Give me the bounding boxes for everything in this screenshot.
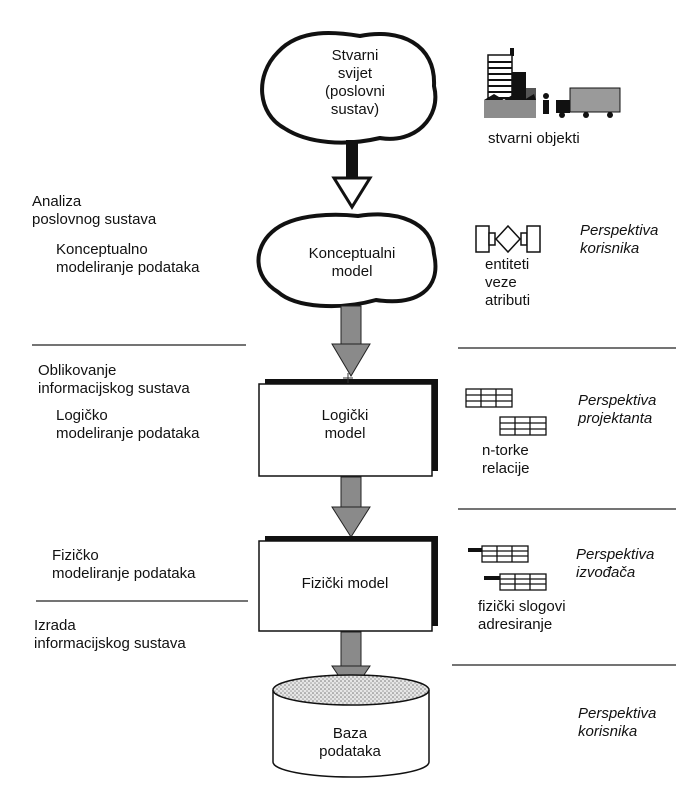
conceptual-modeling-label: Konceptualno modeliranje podataka <box>56 241 199 277</box>
records-caption-line-2: adresiranje <box>478 616 553 633</box>
person-icon <box>543 93 549 114</box>
analysis-line-1: Analiza <box>32 193 82 210</box>
entity-relationship-icon <box>475 224 541 254</box>
physical-modeling-label: Fizičko modeliranje podataka <box>52 547 195 583</box>
analysis-label: Analiza poslovnog sustava <box>32 193 156 229</box>
conceptual-line-2: model <box>331 263 373 280</box>
logical-line-2: model <box>324 425 366 442</box>
perspective-user-1: Perspektiva korisnika <box>580 222 658 258</box>
perspective-user-2-line-1: Perspektiva <box>578 705 657 722</box>
logical-modeling-line-1: Logičko <box>56 407 108 424</box>
er-caption-line-1: entiteti <box>485 256 530 273</box>
crosshair-icon <box>343 373 353 383</box>
real-objects-caption: stvarni objekti <box>488 130 580 148</box>
design-line-1: Oblikovanje <box>38 362 117 379</box>
conceptual-model-label: Konceptualni model <box>290 245 414 281</box>
perspective-user-2-line-2: korisnika <box>578 723 638 740</box>
divider-lines <box>32 344 676 666</box>
record-icon <box>468 545 547 591</box>
perspective-designer-line-1: Perspektiva <box>578 392 657 409</box>
tuples-caption: n-torke relacije <box>482 442 530 478</box>
table-1 <box>465 388 513 408</box>
perspective-implementer-line-1: Perspektiva <box>576 546 655 563</box>
logical-model-box <box>258 379 438 477</box>
perspective-designer: Perspektiva projektanta <box>578 392 656 428</box>
physical-modeling-line-2: modeliranje podataka <box>52 565 196 582</box>
real-objects-caption-line-1: stvarni objekti <box>488 130 580 147</box>
tuples-caption-line-2: relacije <box>482 460 530 477</box>
real-world-line-1: Stvarni <box>331 47 379 64</box>
physical-model-box <box>258 536 438 632</box>
database-line-1: Baza <box>332 725 368 742</box>
physical-model-label: Fizički model <box>270 575 420 593</box>
table-2 <box>499 416 547 436</box>
build-line-1: Izrada <box>34 617 76 634</box>
tuples-caption-line-1: n-torke <box>482 442 529 459</box>
database-label: Baza podataka <box>300 725 400 761</box>
real-world-line-3: (poslovni <box>324 83 386 100</box>
real-world-line-4: sustav) <box>330 101 380 118</box>
conceptual-line-1: Konceptualni <box>308 245 396 262</box>
logical-line-1: Logički <box>321 407 369 424</box>
perspective-user-1-line-1: Perspektiva <box>580 222 659 239</box>
perspective-designer-line-2: projektanta <box>578 410 653 427</box>
er-caption-line-2: veze <box>485 274 517 291</box>
real-world-blob <box>260 30 438 145</box>
conceptual-modeling-line-2: modeliranje podataka <box>56 259 200 276</box>
perspective-implementer-line-2: izvođača <box>576 564 636 581</box>
perspective-user-2: Perspektiva korisnika <box>578 705 656 741</box>
build-line-2: informacijskog sustava <box>34 635 186 652</box>
arrow-logical-to-physical <box>331 476 371 538</box>
database-line-2: podataka <box>319 743 381 760</box>
truck-icon <box>556 87 621 118</box>
conceptual-modeling-line-1: Konceptualno <box>56 241 148 258</box>
logical-modeling-label: Logičko modeliranje podataka <box>56 407 199 443</box>
real-objects-illustration <box>484 48 621 118</box>
perspective-user-1-line-2: korisnika <box>580 240 640 257</box>
analysis-line-2: poslovnog sustava <box>32 211 157 228</box>
er-caption-line-3: atributi <box>485 292 531 309</box>
logical-modeling-line-2: modeliranje podataka <box>56 425 200 442</box>
arrow-real-to-conceptual <box>331 140 373 210</box>
conceptual-blob <box>256 212 438 309</box>
real-world-line-2: svijet <box>337 65 373 82</box>
build-label: Izrada informacijskog sustava <box>34 617 186 653</box>
design-label: Oblikovanje informacijskog sustava <box>38 362 190 398</box>
table-icon <box>465 388 547 436</box>
buildings-icon <box>484 48 536 118</box>
logical-model-label: Logički model <box>290 407 400 443</box>
arrow-conceptual-to-logical <box>331 305 371 377</box>
er-caption: entiteti veze atributi <box>485 256 530 310</box>
real-world-label: Stvarni svijet (poslovni sustav) <box>300 47 410 119</box>
design-line-2: informacijskog sustava <box>38 380 190 397</box>
perspective-implementer: Perspektiva izvođača <box>576 546 654 582</box>
records-caption-line-1: fizički slogovi <box>478 598 566 615</box>
records-caption: fizički slogovi adresiranje <box>478 598 566 634</box>
database-cylinder <box>272 674 430 778</box>
physical-modeling-line-1: Fizičko <box>52 547 99 564</box>
physical-line-1: Fizički model <box>301 575 389 592</box>
